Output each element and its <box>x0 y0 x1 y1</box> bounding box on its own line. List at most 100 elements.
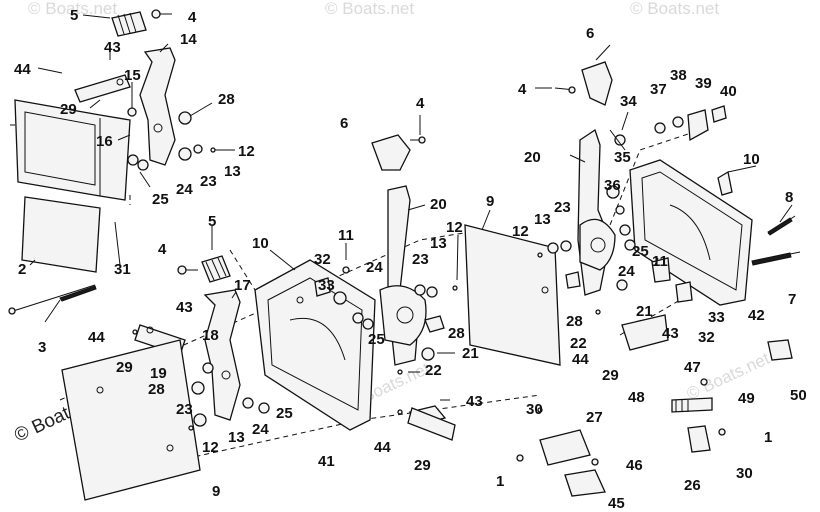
callout-label: 3 <box>38 339 46 356</box>
callout-label: 4 <box>416 95 425 112</box>
callout-label: 25 <box>368 331 385 348</box>
callout-label: 12 <box>202 439 219 456</box>
callout-label: 30 <box>526 401 543 418</box>
callout-label: 16 <box>96 133 113 150</box>
callout-label: 33 <box>708 309 725 326</box>
rod-29-center <box>407 407 456 441</box>
screw-4-mid <box>177 265 198 275</box>
callout-label: 5 <box>70 7 78 24</box>
callout-label: 46 <box>626 457 643 474</box>
callout-label: 25 <box>632 243 649 260</box>
watermark-text: © Boats.net <box>325 0 414 18</box>
callout-label: 28 <box>566 313 583 330</box>
plate-2 <box>21 196 101 273</box>
callout-label: 13 <box>534 211 551 228</box>
callout-label: 50 <box>790 387 807 404</box>
callout-label: 31 <box>114 261 131 278</box>
bracket-45 <box>564 469 606 497</box>
callout-label: 4 <box>518 81 527 98</box>
callout-label: 25 <box>276 405 293 422</box>
callout-label: 40 <box>720 83 737 100</box>
knob-5-top <box>111 11 147 37</box>
callout-label: 21 <box>636 303 653 320</box>
callout-label: 10 <box>743 151 760 168</box>
gear-24-center <box>379 285 427 346</box>
callout-label: 20 <box>430 196 447 213</box>
callout-label: 17 <box>234 277 251 294</box>
screws-bottom <box>516 407 726 466</box>
callout-label: 43 <box>104 39 121 56</box>
callout-label: 36 <box>604 177 621 194</box>
callout-label: 10 <box>252 235 269 252</box>
callout-label: 41 <box>318 453 335 470</box>
callout-label: 11 <box>338 227 354 244</box>
callout-label: 28 <box>448 325 465 342</box>
bezel-plate-top <box>14 99 131 201</box>
callout-label: 8 <box>785 189 793 206</box>
callout-label: 24 <box>618 263 635 280</box>
callout-label: 29 <box>116 359 133 376</box>
screw-4-right <box>554 86 576 94</box>
callout-label: 12 <box>238 143 255 160</box>
bolt-8 <box>767 215 796 236</box>
callout-label: 20 <box>524 149 541 166</box>
callout-label: 12 <box>446 219 463 236</box>
callout-label: 44 <box>88 329 105 346</box>
right-small-parts <box>537 105 733 315</box>
watermark-text: © Boats.net <box>684 349 773 404</box>
callout-label: 28 <box>218 91 235 108</box>
callout-label: 19 <box>150 365 167 382</box>
housing-41 <box>254 259 376 431</box>
callout-label: 43 <box>466 393 483 410</box>
callout-label: 5 <box>208 213 216 230</box>
callout-label: 6 <box>340 115 348 132</box>
callout-label: 4 <box>158 241 167 258</box>
callout-label: 23 <box>200 173 217 190</box>
callout-label: 23 <box>554 199 571 216</box>
lever-17 <box>203 289 241 421</box>
callout-label: 7 <box>788 291 796 308</box>
callout-label: 22 <box>425 362 442 379</box>
knob-5-mid <box>201 255 231 283</box>
handle-6-center <box>371 134 411 171</box>
callout-label: 38 <box>670 67 687 84</box>
callout-label: 18 <box>202 327 219 344</box>
callout-label: 6 <box>586 25 594 42</box>
bracket-27 <box>539 429 591 466</box>
callout-label: 28 <box>148 381 165 398</box>
callout-label: 34 <box>620 93 637 110</box>
washers-left-top <box>127 107 216 171</box>
callout-label: 13 <box>430 235 447 252</box>
callout-label: 37 <box>650 81 667 98</box>
callout-label: 23 <box>412 251 429 268</box>
callout-label: 24 <box>366 259 383 276</box>
lever-20-right <box>577 128 611 296</box>
cable-end-48 <box>671 378 713 413</box>
screw-4-center <box>410 136 426 144</box>
callout-label: 1 <box>764 429 772 446</box>
callout-label: 21 <box>462 345 479 362</box>
back-plate-9-center <box>464 224 561 366</box>
housing-42 <box>629 159 753 306</box>
rod-29-right <box>621 314 669 351</box>
callout-label: 25 <box>152 191 169 208</box>
callout-labels: 5 4 43 14 44 15 29 28 16 12 23 13 25 24 … <box>14 7 807 512</box>
lever-14 <box>139 47 176 166</box>
watermark-text: © Boats.net <box>28 0 117 18</box>
callout-label: 44 <box>374 439 391 456</box>
callout-label: 29 <box>414 457 431 474</box>
callout-label: 48 <box>628 389 645 406</box>
callout-label: 27 <box>586 409 603 426</box>
callout-label: 9 <box>212 483 220 500</box>
clip-26 <box>687 425 711 453</box>
small-parts-mid <box>132 329 270 431</box>
back-plate-9-left <box>61 339 201 501</box>
callout-label: 9 <box>486 193 494 210</box>
watermark-text: © Boats.net <box>630 0 719 18</box>
callout-label: 32 <box>314 251 331 268</box>
rod-29-top <box>74 74 131 103</box>
callout-label: 13 <box>224 163 241 180</box>
handle-6-right <box>581 61 613 106</box>
callout-label: 49 <box>738 390 755 407</box>
callout-label: 15 <box>124 67 141 84</box>
